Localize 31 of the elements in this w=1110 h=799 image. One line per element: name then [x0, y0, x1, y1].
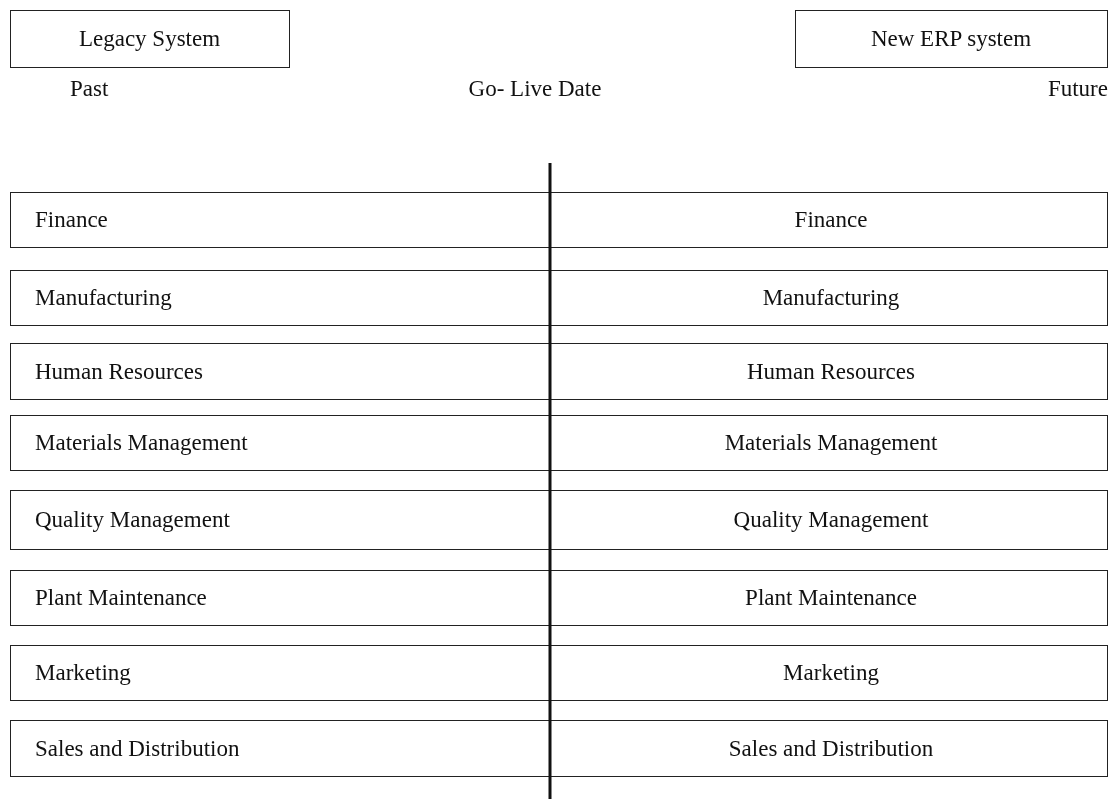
erp-module-label: Quality Management: [732, 507, 930, 533]
timeline-label: Future: [1046, 75, 1108, 103]
module-row-box: [10, 343, 1108, 400]
module-row-box: [10, 270, 1108, 326]
system-box: [10, 10, 290, 68]
legacy-module-label: Sales and Distribution: [35, 735, 240, 762]
erp-module-label: Marketing: [782, 660, 880, 686]
erp-module-label: Human Resources: [746, 358, 916, 385]
erp-module-label: Finance: [793, 207, 869, 233]
legacy-module-label: Finance: [35, 207, 108, 233]
module-row-box: [10, 720, 1108, 777]
legacy-module-label: Marketing: [35, 660, 131, 686]
module-row-box: [10, 415, 1108, 471]
erp-module-label: Materials Management: [723, 430, 939, 456]
legacy-module-label: Quality Management: [35, 507, 230, 533]
system-label: Legacy System: [77, 26, 222, 52]
timeline-label: Past: [70, 75, 110, 103]
legacy-module-label: Plant Maintenance: [35, 585, 207, 611]
timeline-label: Go- Live Date: [467, 75, 603, 103]
erp-module-label: Plant Maintenance: [744, 585, 918, 611]
module-row-box: [10, 570, 1108, 626]
system-box: [795, 10, 1108, 68]
legacy-module-label: Manufacturing: [35, 285, 172, 311]
module-row-box: [10, 192, 1108, 248]
legacy-module-label: Materials Management: [35, 430, 248, 456]
legacy-module-label: Human Resources: [35, 358, 203, 385]
erp-module-label: Sales and Distribution: [727, 735, 935, 762]
erp-module-label: Manufacturing: [761, 285, 901, 311]
system-label: New ERP system: [869, 26, 1033, 52]
module-row-box: [10, 490, 1108, 550]
module-row-box: [10, 645, 1108, 701]
